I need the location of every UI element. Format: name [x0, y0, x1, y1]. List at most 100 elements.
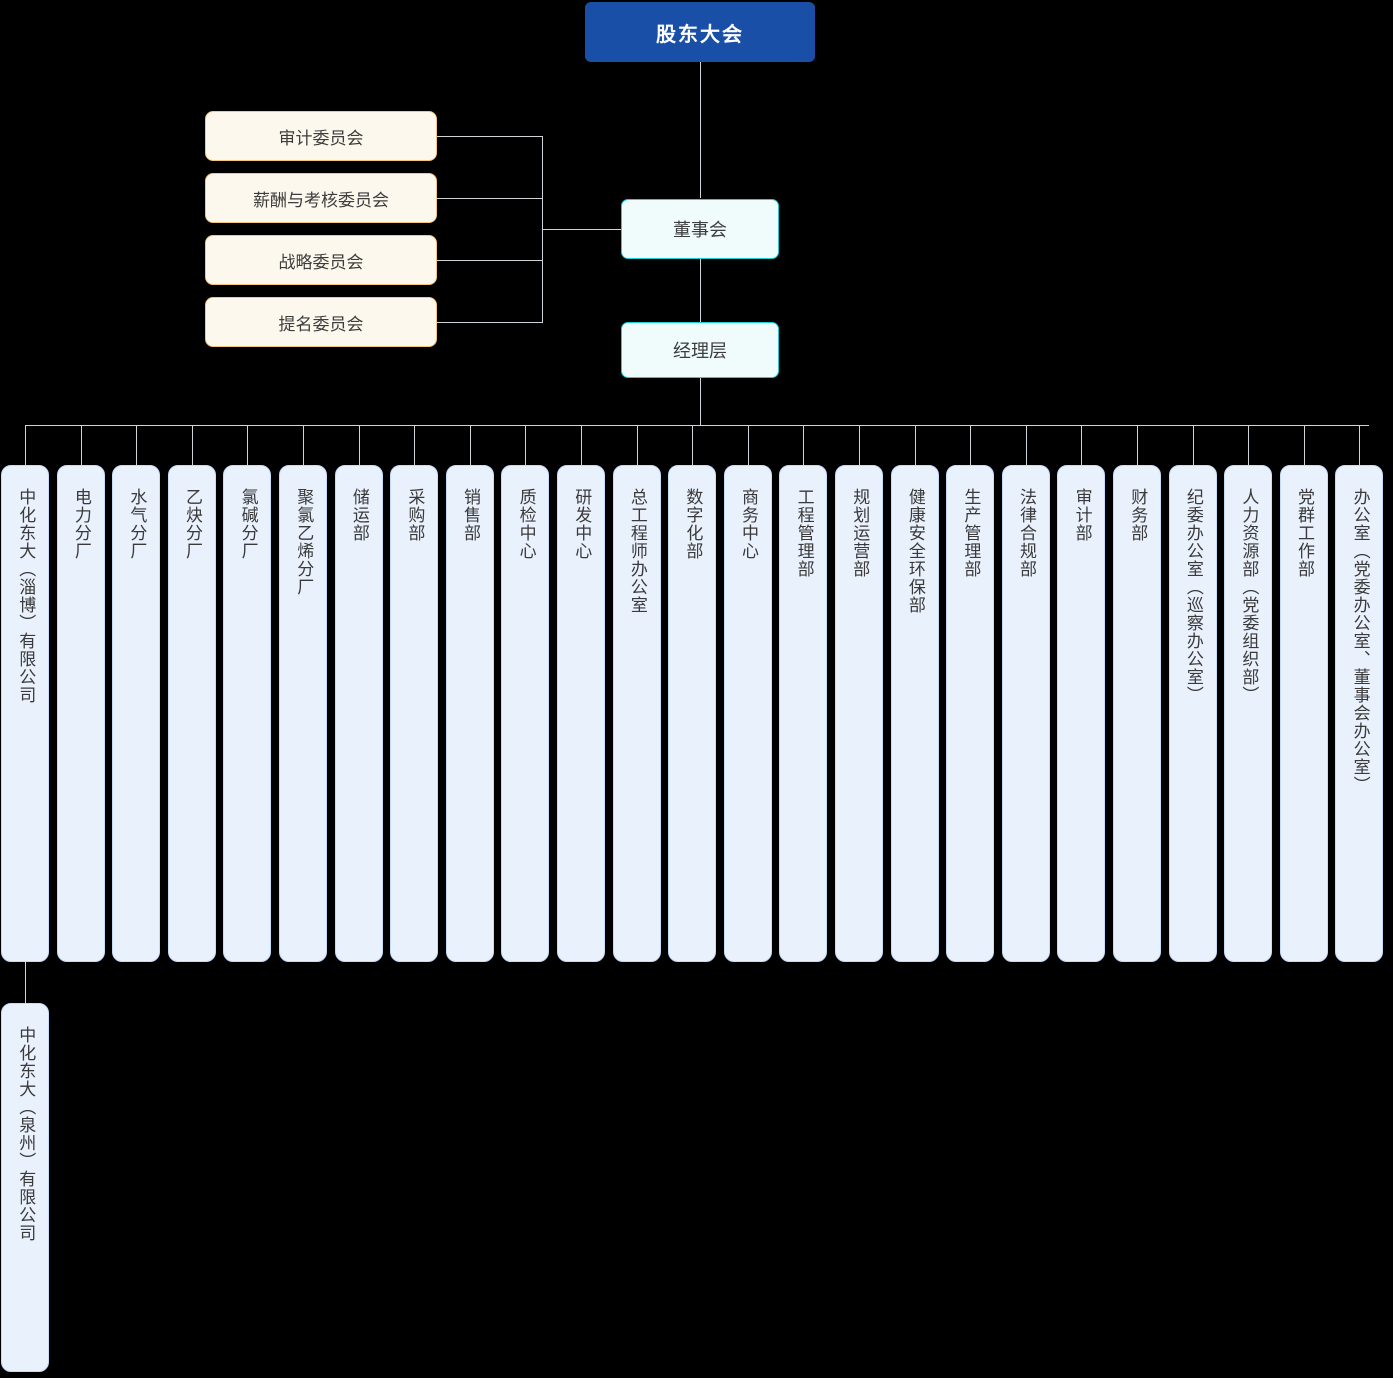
connector-bus-to-department-8	[414, 425, 415, 465]
node-label: 总工程师办公室	[627, 488, 647, 614]
node-department-18[interactable]: 生产管理部	[946, 465, 995, 962]
node-label: 聚氯乙烯分厂	[294, 488, 314, 596]
connector-department-bus	[25, 425, 1369, 426]
node-label: 工程管理部	[794, 488, 814, 578]
node-label: 氯碱分厂	[238, 488, 258, 560]
connector-bus-to-department-13	[692, 425, 693, 465]
connector-dept-to-subsidiary	[25, 962, 26, 1003]
node-department-1[interactable]: 中化东大（淄博）有限公司	[1, 465, 49, 962]
node-department-3[interactable]: 水气分厂	[112, 465, 161, 962]
node-shareholders-meeting[interactable]: 股东大会	[585, 2, 815, 62]
node-department-13[interactable]: 数字化部	[668, 465, 717, 962]
node-department-12[interactable]: 总工程师办公室	[612, 465, 661, 962]
connector-bus-to-department-18	[970, 425, 971, 465]
node-department-2[interactable]: 电力分厂	[56, 465, 105, 962]
node-department-15[interactable]: 工程管理部	[779, 465, 828, 962]
node-label: 经理层	[673, 341, 727, 361]
connector-bus-to-department-22	[1193, 425, 1194, 465]
connector-bus-to-department-2	[81, 425, 82, 465]
connector-bus-to-department-7	[359, 425, 360, 465]
node-label: 质检中心	[516, 488, 536, 560]
node-label: 法律合规部	[1017, 488, 1037, 578]
connector-bus-to-department-16	[859, 425, 860, 465]
node-label: 数字化部	[683, 488, 703, 560]
node-label: 储运部	[349, 488, 369, 542]
node-label: 纪委办公室（巡察办公室）	[1183, 488, 1203, 704]
node-label: 乙炔分厂	[183, 488, 203, 560]
node-label: 战略委员会	[278, 252, 364, 272]
connector-committee-bus-to-board	[542, 229, 621, 230]
node-department-23[interactable]: 人力资源部（党委组织部）	[1224, 465, 1273, 962]
node-label: 水气分厂	[127, 488, 147, 560]
node-department-19[interactable]: 法律合规部	[1001, 465, 1050, 962]
node-label: 财务部	[1128, 488, 1148, 542]
connector-bus-to-department-15	[803, 425, 804, 465]
connector-committee-2	[436, 198, 543, 199]
node-label: 提名委员会	[278, 314, 364, 334]
node-label: 中化东大（泉州）有限公司	[16, 1026, 36, 1242]
node-label: 人力资源部（党委组织部）	[1239, 488, 1259, 704]
node-department-14[interactable]: 商务中心	[723, 465, 772, 962]
node-department-7[interactable]: 储运部	[334, 465, 383, 962]
node-subsidiary-quanzhou[interactable]: 中化东大（泉州）有限公司	[1, 1003, 49, 1372]
node-department-17[interactable]: 健康安全环保部	[890, 465, 939, 962]
node-label: 办公室（党委办公室、董事会办公室）	[1350, 488, 1370, 794]
connector-bus-to-department-25	[1359, 425, 1360, 465]
node-department-10[interactable]: 质检中心	[501, 465, 550, 962]
connector-management-to-bus	[700, 378, 701, 425]
node-label: 股东大会	[656, 23, 744, 46]
connector-board-to-management	[700, 259, 701, 322]
connector-bus-to-department-11	[581, 425, 582, 465]
connector-bus-to-department-17	[915, 425, 916, 465]
node-department-9[interactable]: 销售部	[445, 465, 494, 962]
node-nomination-committee[interactable]: 提名委员会	[205, 297, 437, 347]
connector-root-to-board	[700, 62, 701, 198]
node-management[interactable]: 经理层	[621, 322, 779, 378]
connector-bus-to-department-6	[303, 425, 304, 465]
node-department-16[interactable]: 规划运营部	[835, 465, 883, 962]
connector-bus-to-department-1	[25, 425, 26, 465]
node-strategy-committee[interactable]: 战略委员会	[205, 235, 437, 285]
node-label: 规划运营部	[850, 488, 870, 578]
connector-committee-4	[436, 322, 543, 323]
node-label: 健康安全环保部	[905, 488, 925, 614]
connector-bus-to-department-9	[470, 425, 471, 465]
node-label: 采购部	[405, 488, 425, 542]
node-label: 生产管理部	[961, 488, 981, 578]
connector-bus-to-department-20	[1081, 425, 1082, 465]
node-label: 中化东大（淄博）有限公司	[16, 488, 36, 704]
connector-bus-to-department-3	[136, 425, 137, 465]
node-department-24[interactable]: 党群工作部	[1279, 465, 1328, 962]
node-label: 党群工作部	[1295, 488, 1315, 578]
node-compensation-committee[interactable]: 薪酬与考核委员会	[205, 173, 437, 223]
connector-committee-3	[436, 260, 543, 261]
connector-committee-1	[436, 136, 543, 137]
node-department-21[interactable]: 财务部	[1113, 465, 1161, 962]
connector-bus-to-department-21	[1137, 425, 1138, 465]
node-department-20[interactable]: 审计部	[1057, 465, 1106, 962]
node-label: 销售部	[461, 488, 481, 542]
node-department-5[interactable]: 氯碱分厂	[223, 465, 272, 962]
node-department-11[interactable]: 研发中心	[557, 465, 605, 962]
node-department-8[interactable]: 采购部	[390, 465, 439, 962]
node-label: 审计委员会	[278, 128, 364, 148]
connector-bus-to-department-4	[192, 425, 193, 465]
node-board-of-directors[interactable]: 董事会	[621, 199, 779, 259]
node-department-25[interactable]: 办公室（党委办公室、董事会办公室）	[1335, 465, 1384, 962]
node-label: 薪酬与考核委员会	[253, 190, 389, 210]
node-audit-committee[interactable]: 审计委员会	[205, 111, 437, 161]
connector-bus-to-department-24	[1304, 425, 1305, 465]
node-department-22[interactable]: 纪委办公室（巡察办公室）	[1168, 465, 1217, 962]
connector-bus-to-department-10	[525, 425, 526, 465]
connector-bus-to-department-5	[247, 425, 248, 465]
connector-bus-to-department-12	[637, 425, 638, 465]
node-label: 研发中心	[572, 488, 592, 560]
node-department-4[interactable]: 乙炔分厂	[167, 465, 216, 962]
node-label: 电力分厂	[71, 488, 91, 560]
connector-bus-to-department-14	[748, 425, 749, 465]
node-label: 审计部	[1072, 488, 1092, 542]
node-label: 董事会	[673, 220, 727, 240]
node-label: 商务中心	[739, 488, 759, 560]
node-department-6[interactable]: 聚氯乙烯分厂	[279, 465, 327, 962]
